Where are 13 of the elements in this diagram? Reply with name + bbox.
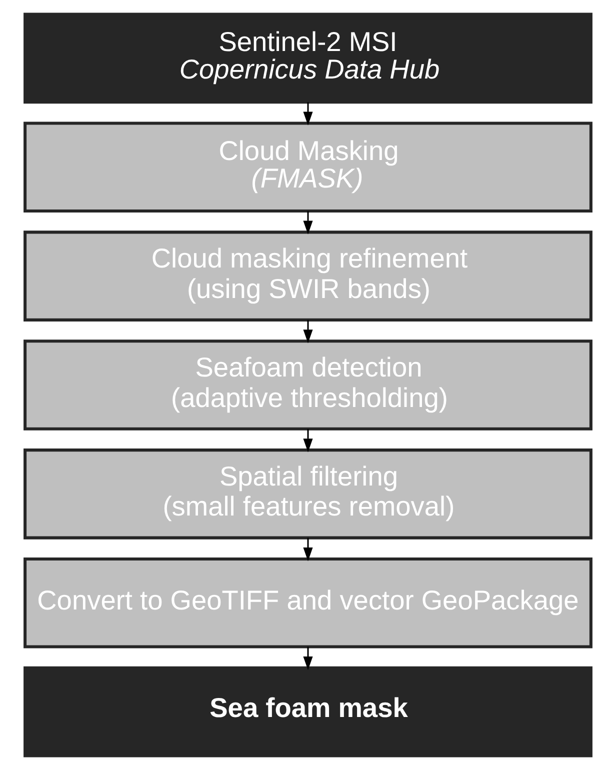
arrow: [303, 646, 313, 670]
node-box: Cloud Masking (FMASK): [24, 122, 592, 212]
arrow: [303, 320, 313, 344]
arrow: [303, 428, 313, 452]
node-box: Spatial filtering (small features removal): [24, 448, 592, 540]
node-box: Sea foam mask: [24, 666, 592, 758]
arrow: [303, 211, 313, 234]
node-box: Cloud masking refinement (using SWIR bands): [24, 230, 592, 322]
node-box: Sentinel-2 MSI Copernicus Data Hub: [24, 12, 592, 104]
arrow: [303, 102, 313, 126]
node-box: Seafoam detection (adaptive thresholding): [24, 340, 592, 430]
node-box: Convert to GeoTIFF and vector GeoPackage: [24, 558, 592, 648]
arrow: [303, 538, 313, 562]
